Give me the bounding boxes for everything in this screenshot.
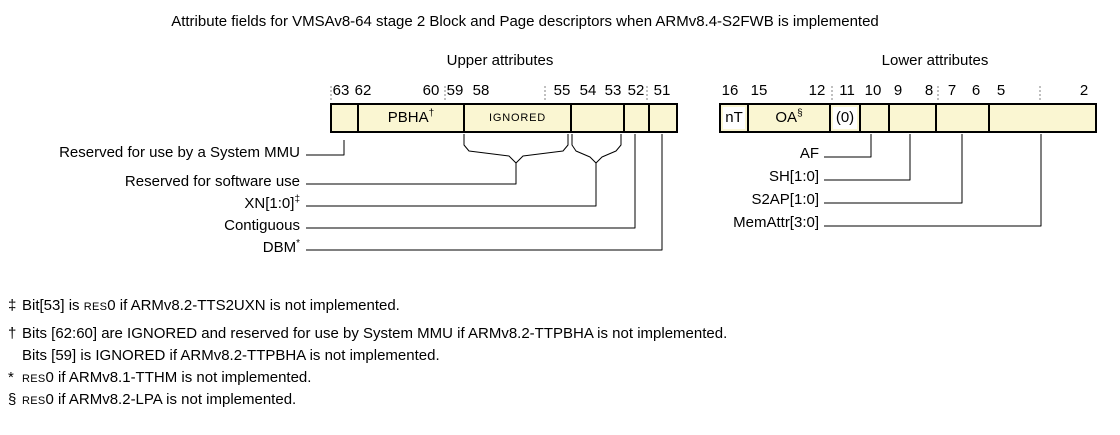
callout-af: AF (799, 145, 819, 162)
callout-sh: SH[1:0] (768, 168, 819, 185)
bit-number-62: 62 (354, 82, 372, 99)
connector-memattr (824, 134, 1042, 227)
bit-number-11: 11 (839, 82, 855, 99)
field-divider (648, 105, 650, 131)
callout-memattr: MemAttr[3:0] (733, 214, 819, 231)
field-oa: OA§ (775, 108, 803, 127)
bit-number-5: 5 (996, 82, 1006, 99)
field-divider (859, 105, 861, 131)
field-nt-highlight (723, 107, 745, 129)
connector-contiguous (306, 134, 636, 229)
field-divider (357, 105, 359, 131)
field-divider (623, 105, 625, 131)
bit-number-10: 10 (864, 82, 882, 99)
connector-xn (306, 163, 597, 207)
lower-attributes-heading: Lower attributes (881, 52, 989, 69)
bit-number-2: 2 (1079, 82, 1089, 99)
bit-number-53: 53 (604, 82, 622, 99)
figure-title: Attribute fields for VMSAv8-64 stage 2 B… (171, 13, 879, 30)
callout-software-use: Reserved for software use (124, 173, 300, 190)
field-divider (988, 105, 990, 131)
bit-number-9: 9 (893, 82, 903, 99)
connector-sh (824, 134, 911, 181)
connector-software-use (306, 163, 517, 185)
field-divider (463, 105, 465, 131)
callout-s2ap: S2AP[1:0] (751, 191, 819, 208)
callout-system-mmu: Reserved for use by a System MMU (59, 144, 300, 161)
bit-number-15: 15 (750, 82, 768, 99)
field-divider (747, 105, 749, 131)
bit-number-6: 6 (971, 82, 981, 99)
connector-af (824, 134, 872, 158)
bit-number-16: 16 (721, 82, 739, 99)
field-pbha: PBHA† (387, 108, 435, 127)
field-zero: (0) (835, 109, 855, 126)
callout-dbm: DBM* (262, 238, 300, 256)
bit-number-7: 7 (947, 82, 957, 99)
bit-number-51: 51 (653, 82, 671, 99)
bit-number-52: 52 (627, 82, 645, 99)
field-divider (829, 105, 831, 131)
field-divider (570, 105, 572, 131)
footnote-tthm: *RES0 if ARMv8.1-TTHM is not implemented… (8, 369, 312, 386)
lower-attributes-bitbox: nT OA§ (0) (719, 103, 1097, 133)
brace-xn (571, 134, 622, 164)
bit-number-63: 63 (332, 82, 350, 99)
bit-number-59: 59 (446, 82, 464, 99)
footnote-ttpbha-1: †Bits [62:60] are IGNORED and reserved f… (8, 325, 728, 342)
footnote-tts2uxn: ‡Bit[53] is RES0 if ARMv8.2-TTS2UXN is n… (8, 297, 400, 314)
footnote-ttpbha-2: Bits [59] is IGNORED if ARMv8.2-TTPBHA i… (22, 347, 440, 364)
bit-number-54: 54 (579, 82, 597, 99)
connector-dbm (306, 134, 663, 251)
field-nt: nT (725, 109, 743, 126)
upper-attributes-bitbox: PBHA† IGNORED (330, 103, 678, 133)
field-divider (935, 105, 937, 131)
field-ignored: IGNORED (489, 112, 546, 124)
bit-number-55: 55 (553, 82, 571, 99)
field-divider (888, 105, 890, 131)
bit-number-58: 58 (472, 82, 490, 99)
upper-attributes-heading: Upper attributes (446, 52, 554, 69)
bit-number-12: 12 (808, 82, 826, 99)
footnote-lpa: §RES0 if ARMv8.2-LPA is not implemented. (8, 391, 297, 408)
bit-number-8: 8 (924, 82, 934, 99)
field-zero-highlight (833, 107, 857, 129)
bit-number-60: 60 (422, 82, 440, 99)
connector-system-mmu (306, 140, 345, 156)
callout-contiguous: Contiguous (224, 217, 300, 234)
brace-ignored (463, 134, 569, 164)
callout-xn: XN[1:0]‡ (244, 194, 300, 212)
connector-s2ap (824, 134, 963, 204)
